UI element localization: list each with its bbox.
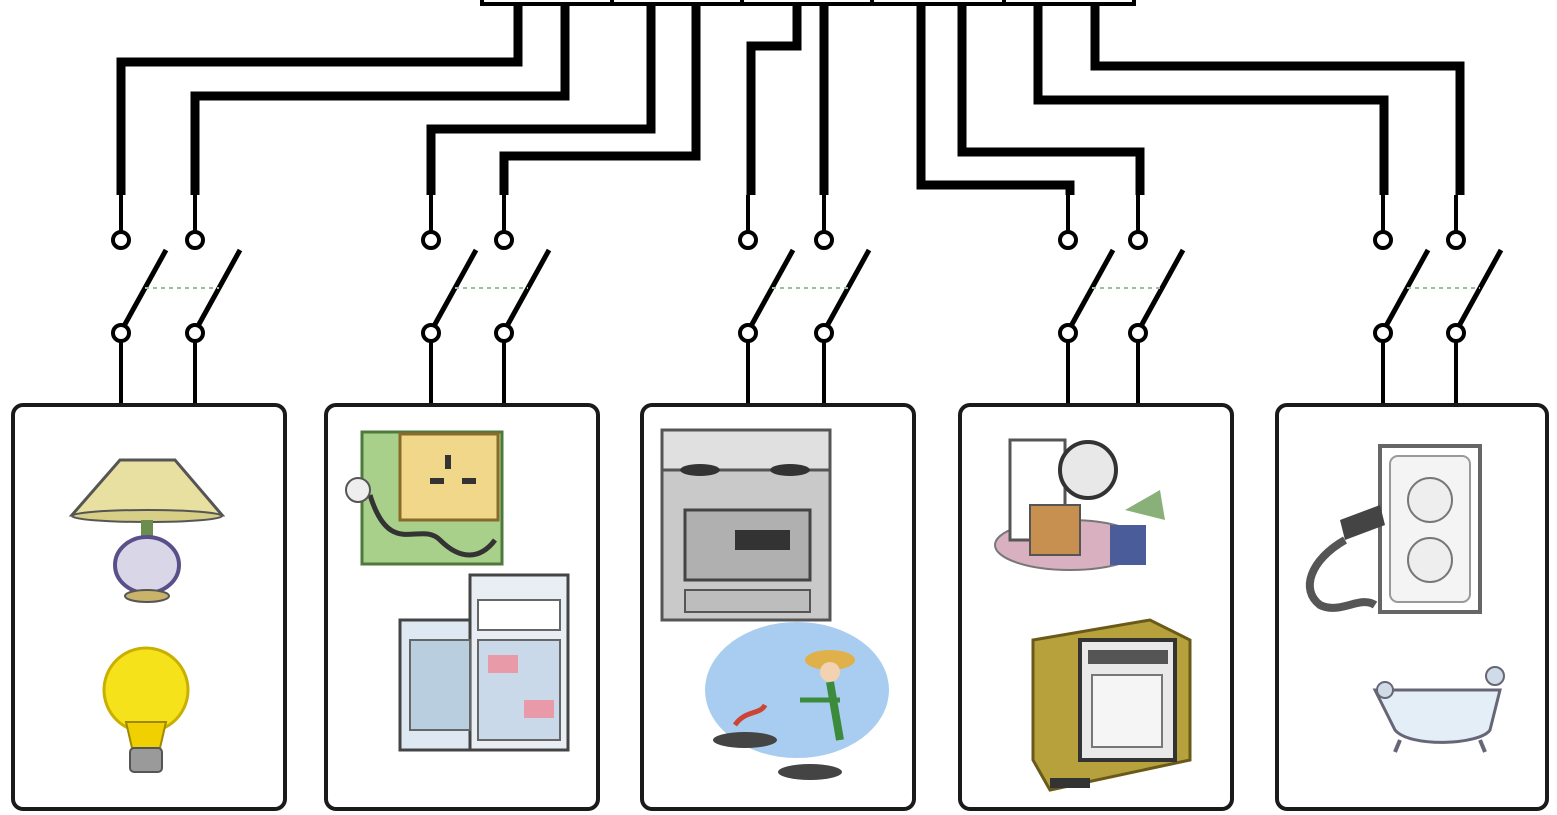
switch-1a — [111, 195, 169, 405]
dishwasher-icon — [1031, 618, 1192, 792]
switch-2b — [494, 195, 552, 405]
light-bulb-icon — [102, 646, 190, 773]
wire-circuit-3a — [746, 2, 802, 195]
table-lamp-icon — [68, 458, 226, 603]
power-outlet-icon — [1305, 444, 1482, 614]
wire-circuit-2a — [426, 2, 656, 195]
refrigerator-icon — [398, 573, 570, 752]
bathtub-icon — [1372, 666, 1505, 753]
wire-circuit-1b — [190, 2, 570, 195]
switch-5a — [1373, 195, 1431, 405]
wire-circuit-4a — [916, 2, 1075, 195]
switch-4a — [1058, 195, 1116, 405]
switches — [111, 195, 1504, 405]
wall-socket-icon — [345, 430, 504, 566]
switch-4b — [1128, 195, 1186, 405]
switch-1b — [185, 195, 243, 405]
feeder-wires — [116, 2, 1465, 195]
wire-circuit-4b — [957, 2, 1145, 195]
wire-circuit-2b — [499, 2, 701, 195]
cooking-person-icon — [705, 622, 889, 780]
switch-3a — [738, 195, 796, 405]
wire-circuit-5a — [1033, 2, 1389, 195]
wire-circuit-5b — [1090, 2, 1465, 195]
busbar — [480, 0, 1136, 6]
stove-oven-icon — [660, 428, 832, 622]
switch-3b — [814, 195, 872, 405]
switch-5b — [1446, 195, 1504, 405]
washing-machine-icon — [994, 438, 1165, 571]
wire-circuit-1a — [116, 2, 523, 195]
switch-2a — [421, 195, 479, 405]
